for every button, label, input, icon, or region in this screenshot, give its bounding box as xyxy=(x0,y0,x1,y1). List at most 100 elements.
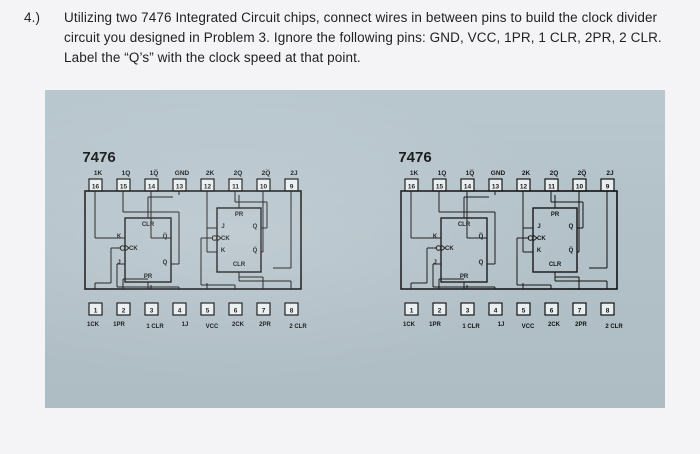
bottom-pin-label: 1PR xyxy=(113,322,125,328)
ff2-j-label: J xyxy=(537,224,540,230)
question-number: 4.) xyxy=(24,10,41,25)
bottom-pin-label: 2CK xyxy=(548,322,561,328)
bottom-pin-label: VCC xyxy=(522,324,535,330)
bottom-pin-label: 1 CLR xyxy=(462,324,480,330)
top-pin-number: 12 xyxy=(204,184,212,191)
ff1-clr-label: CLR xyxy=(458,222,471,228)
question-line-3: Label the “Q’s” with the clock speed at … xyxy=(64,50,361,65)
chip-body xyxy=(400,190,618,290)
bottom-pin-label: 1CK xyxy=(403,322,416,328)
top-pin-label: GND xyxy=(491,170,506,177)
bottom-pin-number: 1 xyxy=(94,308,98,315)
ff1-ck-label: CK xyxy=(129,246,138,252)
top-pin-label: 2K xyxy=(206,170,215,177)
bottom-pin-box xyxy=(432,302,447,316)
bottom-pin-label: 1 CLR xyxy=(146,324,164,330)
ff2-q-label: Q xyxy=(253,224,258,230)
bottom-pin-number: 7 xyxy=(262,308,266,315)
bottom-pin-number: 5 xyxy=(522,308,526,315)
chip-title: 7476 xyxy=(398,149,431,166)
bottom-pin-number: 2 xyxy=(122,308,126,315)
top-pin-label: 2Q̅ xyxy=(578,169,587,177)
bottom-pin-label: 2 CLR xyxy=(289,324,307,330)
ff1-qbar-label: Q̅ xyxy=(163,233,168,240)
top-pin-number: 10 xyxy=(576,184,584,191)
top-pin-label: GND xyxy=(175,170,190,177)
top-pin-number: 15 xyxy=(120,184,128,191)
bottom-pin-number: 6 xyxy=(234,308,238,315)
bottom-pin-box xyxy=(572,302,587,316)
top-pin-label: 2J xyxy=(290,170,298,177)
ff1-j-label: J xyxy=(117,260,120,266)
question-line-1: Utilizing two 7476 Integrated Circuit ch… xyxy=(64,10,658,25)
top-pin-label: 2J xyxy=(606,170,614,177)
bottom-pin-number: 4 xyxy=(494,308,498,315)
ff1-q-label: Q xyxy=(163,260,168,266)
bottom-pin-number: 6 xyxy=(550,308,554,315)
bottom-pin-number: 8 xyxy=(290,308,294,315)
bottom-pin-label: 1CK xyxy=(87,322,100,328)
chip-2: 74761K1Q1Q̅GND2K2Q2Q̅2J16151413121110912… xyxy=(398,149,623,330)
bottom-pin-number: 4 xyxy=(178,308,182,315)
ff2-q-label: Q xyxy=(569,224,574,230)
top-pin-label: 2Q xyxy=(550,170,559,177)
bottom-pin-number: 7 xyxy=(578,308,582,315)
top-pin-label: 1Q xyxy=(438,170,447,177)
top-pin-number: 13 xyxy=(176,184,184,191)
ff2-qbar-label: Q̅ xyxy=(569,247,574,254)
top-pin-number: 14 xyxy=(464,184,472,191)
top-pin-number: 10 xyxy=(260,184,268,191)
ff1-k-label: K xyxy=(433,234,438,240)
top-pin-label: 2K xyxy=(522,170,531,177)
bottom-pin-box xyxy=(404,302,419,316)
bottom-pin-number: 8 xyxy=(606,308,610,315)
ff2-k-label: K xyxy=(221,248,226,254)
ff1-q-label: Q xyxy=(479,260,484,266)
ff1-j-label: J xyxy=(433,260,436,266)
pinout-diagrams: 74761K1Q1Q̅GND2K2Q2Q̅2J16151413121110912… xyxy=(82,149,623,330)
bottom-pin-box xyxy=(256,302,271,316)
chip-title: 7476 xyxy=(82,149,115,166)
top-pin-number: 9 xyxy=(606,184,610,191)
top-pin-label: 1K xyxy=(410,170,419,177)
ff2-ck-label: CK xyxy=(537,236,546,242)
ff2-clr-label: CLR xyxy=(233,262,246,268)
top-pin-number: 13 xyxy=(492,184,500,191)
bottom-pin-label: 2PR xyxy=(575,322,587,328)
bottom-pin-label: 1J xyxy=(498,322,505,328)
ff2-j-label: J xyxy=(221,224,224,230)
ff2-pr-label: PR xyxy=(551,212,560,218)
bottom-pin-box xyxy=(172,302,187,316)
top-pin-label: 2Q̅ xyxy=(262,169,271,177)
bottom-pin-box xyxy=(516,302,531,316)
bottom-pin-box xyxy=(88,302,103,316)
bottom-pin-number: 3 xyxy=(466,308,470,315)
top-pin-number: 11 xyxy=(548,184,555,191)
top-pin-number: 16 xyxy=(92,184,100,191)
top-pin-number: 11 xyxy=(232,184,239,191)
bottom-pin-label: VCC xyxy=(206,324,219,330)
ff1-pr-label: PR xyxy=(460,274,469,280)
bottom-pin-number: 1 xyxy=(410,308,414,315)
ff2-k-label: K xyxy=(537,248,542,254)
ff2-ck-label: CK xyxy=(221,236,230,242)
ff2-clr-label: CLR xyxy=(549,262,562,268)
top-pin-number: 12 xyxy=(520,184,528,191)
top-pin-number: 16 xyxy=(408,184,416,191)
chip-body xyxy=(84,190,302,290)
chip-pinout-photo: 74761K1Q1Q̅GND2K2Q2Q̅2J16151413121110912… xyxy=(45,90,665,408)
question-line-2: circuit you designed in Problem 3. Ignor… xyxy=(64,30,662,45)
bottom-pin-box xyxy=(460,302,475,316)
ff1-clr-label: CLR xyxy=(142,222,155,228)
ff2-pr-label: PR xyxy=(235,212,244,218)
chip-1: 74761K1Q1Q̅GND2K2Q2Q̅2J16151413121110912… xyxy=(82,149,307,330)
ff1-pr-label: PR xyxy=(144,274,153,280)
bottom-pin-box xyxy=(228,302,243,316)
top-pin-number: 9 xyxy=(290,184,294,191)
ff2-qbar-label: Q̅ xyxy=(253,247,258,254)
bottom-pin-box xyxy=(284,302,299,316)
bottom-pin-box xyxy=(116,302,131,316)
top-pin-label: 2Q xyxy=(234,170,243,177)
bottom-pin-box xyxy=(488,302,503,316)
ff1-ck-label: CK xyxy=(445,246,454,252)
